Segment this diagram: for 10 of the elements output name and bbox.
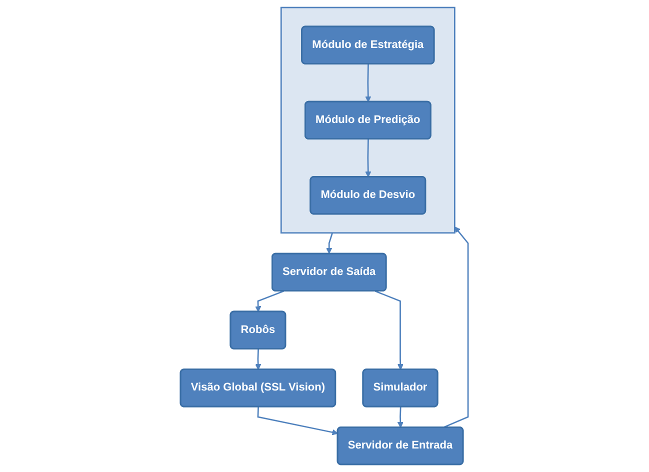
arrow [255,349,262,370]
arrow [255,290,284,312]
arrow [365,139,372,178]
arrow [398,406,404,428]
arrow [375,290,404,370]
arrow [326,232,334,254]
cluster [280,6,456,234]
arrow [444,226,469,428]
arrow [365,64,372,102]
arrow [257,406,338,436]
